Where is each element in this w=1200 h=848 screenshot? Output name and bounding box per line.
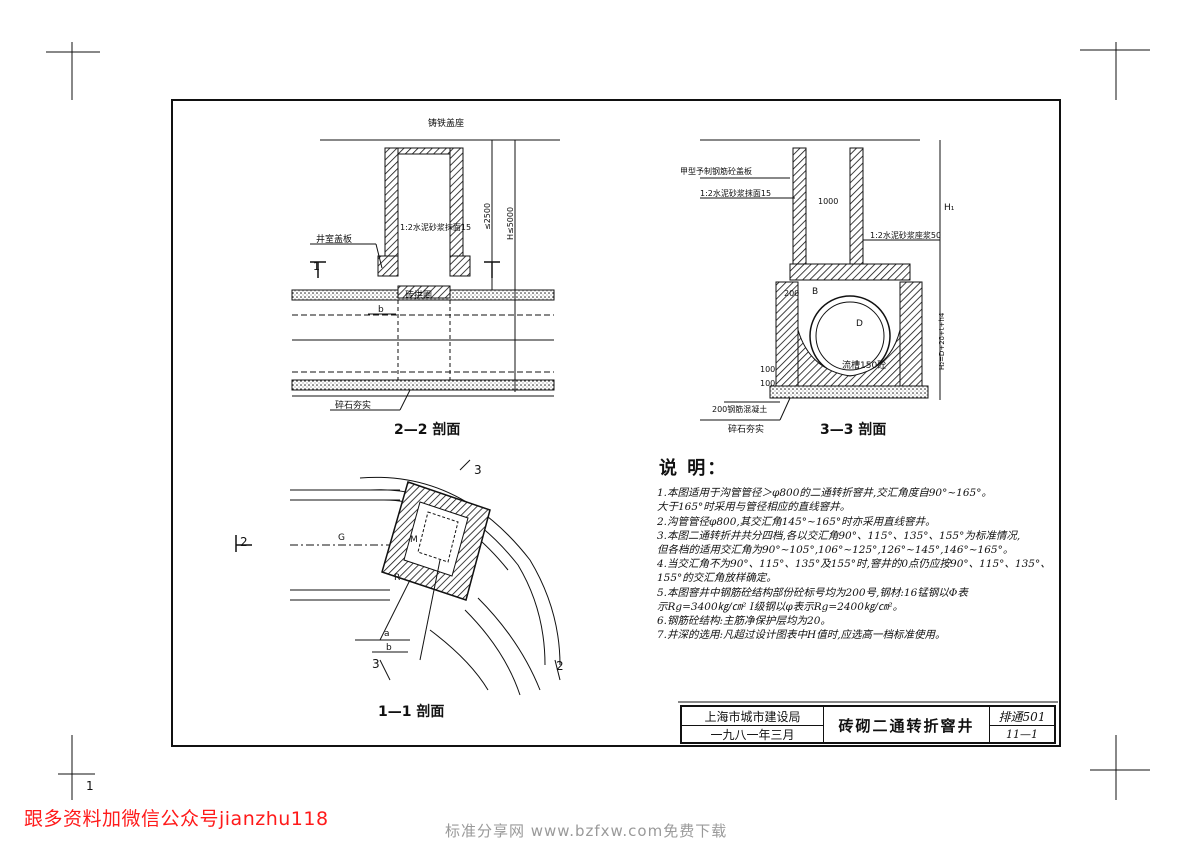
d-label: D	[856, 319, 863, 329]
c200-label: 200	[784, 289, 799, 298]
section-2-2-drawing	[291, 139, 560, 411]
note-line: 4.当交汇角不为90°、115°、135°及155°时,窨井的0点仍应按90°、…	[657, 558, 1051, 571]
notes-title: 说 明：	[659, 458, 728, 479]
note-line: 5.本图窨井中钢筋砼结构部份砼标号均为200号,钢材:16锰钢以Φ表	[657, 586, 968, 599]
note-line: 但各档的适用交汇角为90°~105°,106°~125°,126°~145°,1…	[657, 544, 1014, 557]
mortar-15-right-label: 1:2水泥砂浆抹面15	[700, 188, 771, 198]
concrete200-label: 200钢筋混凝土	[712, 404, 767, 414]
section-3-3-title: 3—3 剖面	[820, 421, 886, 438]
dim-h5000-label: H≤5000	[506, 207, 515, 240]
notes-panel: 说 明： 1.本图适用于沟管管径＞φ800的二通转折窨井,交汇角度自90°~16…	[657, 458, 1052, 642]
note-line: 大于165°时采用与管径相应的直线窨井。	[657, 501, 851, 514]
h2-label: H₂=D+2δ+t+h4	[938, 312, 946, 370]
note-line: 1.本图适用于沟管管径＞φ800的二通转折窨井,交汇角度自90°~165°。	[657, 487, 992, 500]
cast-iron-cover-label: 铸铁盖座	[428, 117, 464, 129]
title-block-org: 上海市城市建设局	[682, 707, 824, 726]
section-2-2-title: 2—2 剖面	[394, 421, 460, 438]
footer-site-text: 标准分享网 www.bzfxw.com免费下载	[445, 822, 728, 840]
g-label: G	[338, 533, 345, 543]
mark-2-left: 2	[240, 535, 248, 549]
note-line: 示Rg=3400㎏/㎝² I级钢以φ表示Rg=2400㎏/㎝²。	[657, 600, 904, 613]
r-label: R	[394, 573, 400, 583]
b-label-right: B	[812, 287, 818, 297]
flow-label: 流槽150砼	[842, 359, 886, 371]
dim-1000-label: 1000	[818, 197, 838, 206]
b2-label: b	[386, 643, 392, 653]
title-block-code: 排通501	[990, 707, 1054, 726]
mark-2-right: 2	[556, 659, 564, 673]
a-label: a	[384, 629, 390, 639]
note-line: 155°的交汇角放样确定。	[657, 572, 777, 585]
dim-2500-label: ≤2500	[483, 203, 492, 230]
b-mark-left: b	[378, 305, 384, 315]
watermark-text: 跟多资料加微信公众号jianzhu118	[24, 808, 329, 830]
title-block-date: 一九八一年三月	[682, 726, 824, 743]
dim-100b-label: 100	[760, 379, 775, 388]
note-line: 6.钢筋砼结构:主筋净保护层均为20。	[657, 615, 831, 628]
title-block-page: 11—1	[1006, 728, 1038, 741]
dim-100a-label: 100	[760, 365, 775, 374]
section-1-1-drawing	[235, 459, 561, 696]
mark-3-bottom: 3	[372, 657, 380, 671]
mortar-50-label: 1:2水泥砂浆座浆50	[870, 230, 941, 240]
section-1-1-title: 1—1 剖面	[378, 703, 444, 720]
note-line: 2.沟管管径φ800,其交汇角145°~165°时亦采用直线窨井。	[657, 515, 936, 528]
mark-3-top: 3	[474, 463, 482, 477]
crushed-stone-right-label: 碎石夯实	[728, 423, 764, 435]
crushed-stone-left-label: 碎石夯实	[335, 399, 371, 411]
note-line: 7.井深的选用:凡超过设计图表中H值时,应选高一档标准使用。	[657, 629, 946, 642]
crop-marks	[46, 42, 1150, 800]
drawing-border	[171, 99, 1061, 747]
well-cover-plate-label: 井室盖板	[316, 233, 352, 245]
corner-mark: 1	[86, 779, 94, 793]
section-3-3-drawing	[700, 139, 941, 421]
mortar-15-label: 1:2水泥砂浆抹面15	[400, 222, 471, 232]
title-block-title: 砖砌二通转折窨井	[824, 707, 990, 743]
m-label: M	[410, 535, 418, 545]
mark-1-left: 1	[313, 260, 320, 273]
title-block: 上海市城市建设局 一九八一年三月 砖砌二通转折窨井 排通501 11—1	[680, 705, 1056, 744]
steel-cover-label: 甲型予制钢筋砼盖板	[680, 166, 752, 176]
h1-label: H₁	[944, 203, 955, 213]
note-line: 3.本图二通转折井共分四档,各以交汇角90°、115°、135°、155°为标准…	[657, 529, 1021, 542]
brick-circle-label: 砖拱圈	[405, 289, 432, 301]
